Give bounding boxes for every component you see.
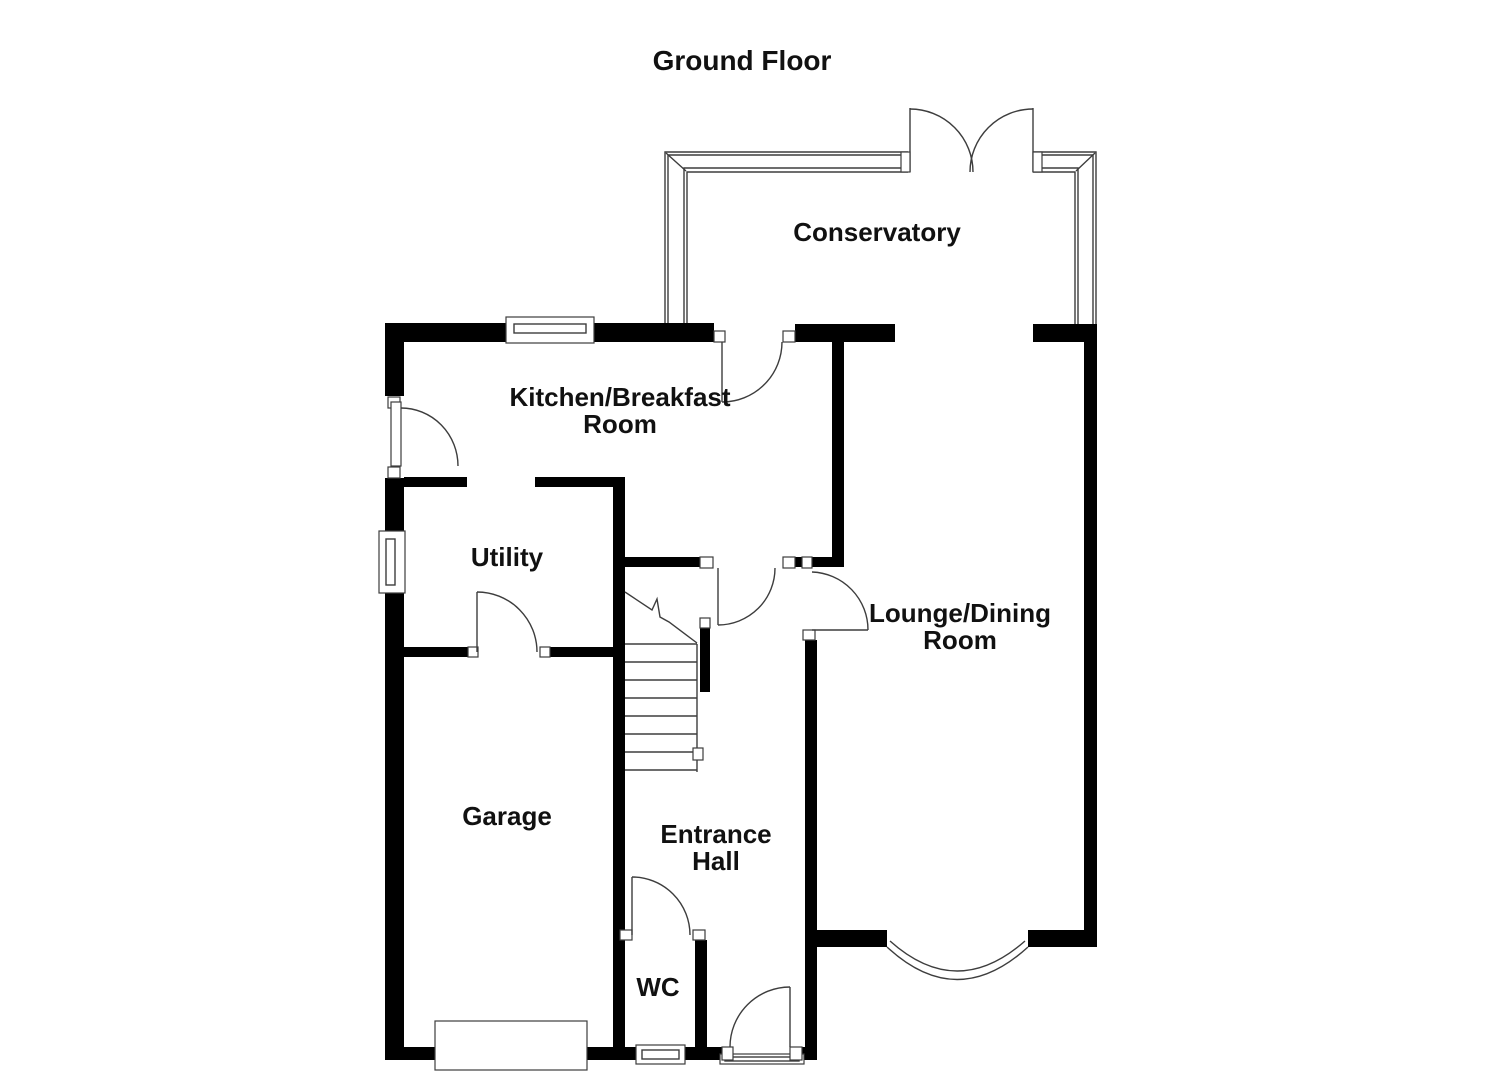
room-label-kitchen-line1: Kitchen/Breakfast bbox=[509, 382, 730, 412]
door-jambs bbox=[387, 151, 1043, 1061]
utility-window bbox=[378, 530, 406, 594]
room-label-utility: Utility bbox=[471, 542, 544, 572]
hall-kitchen-door bbox=[717, 567, 776, 626]
room-label-entrance-hall-line1: Entrance bbox=[660, 819, 771, 849]
conservatory-glazed-walls bbox=[664, 151, 1097, 331]
wc-door bbox=[631, 876, 691, 936]
room-label-wc: WC bbox=[636, 972, 680, 1002]
room-label-garage: Garage bbox=[462, 801, 552, 831]
kitchen-side-door bbox=[390, 401, 459, 467]
staircase bbox=[624, 591, 698, 772]
kitchen-conservatory-door bbox=[721, 341, 783, 403]
room-label-kitchen-line2: Room bbox=[583, 409, 657, 439]
exterior-walls bbox=[385, 323, 1097, 1060]
room-label-conservatory: Conservatory bbox=[793, 217, 961, 247]
front-door bbox=[729, 986, 791, 1048]
kitchen-window bbox=[505, 316, 595, 344]
wc-window bbox=[635, 1044, 686, 1065]
room-label-lounge-line1: Lounge/Dining bbox=[869, 598, 1051, 628]
utility-garage-door bbox=[476, 591, 538, 653]
interior-walls bbox=[404, 331, 844, 1060]
garage-door bbox=[434, 1020, 588, 1071]
room-label-entrance-hall-line2: Hall bbox=[692, 846, 740, 876]
bay-window bbox=[886, 940, 1029, 981]
plan-title: Ground Floor bbox=[653, 45, 832, 76]
room-label-lounge-line2: Room bbox=[923, 625, 997, 655]
hall-lounge-door bbox=[811, 571, 869, 631]
french-doors bbox=[909, 108, 1034, 173]
stair-break-line bbox=[624, 591, 698, 644]
